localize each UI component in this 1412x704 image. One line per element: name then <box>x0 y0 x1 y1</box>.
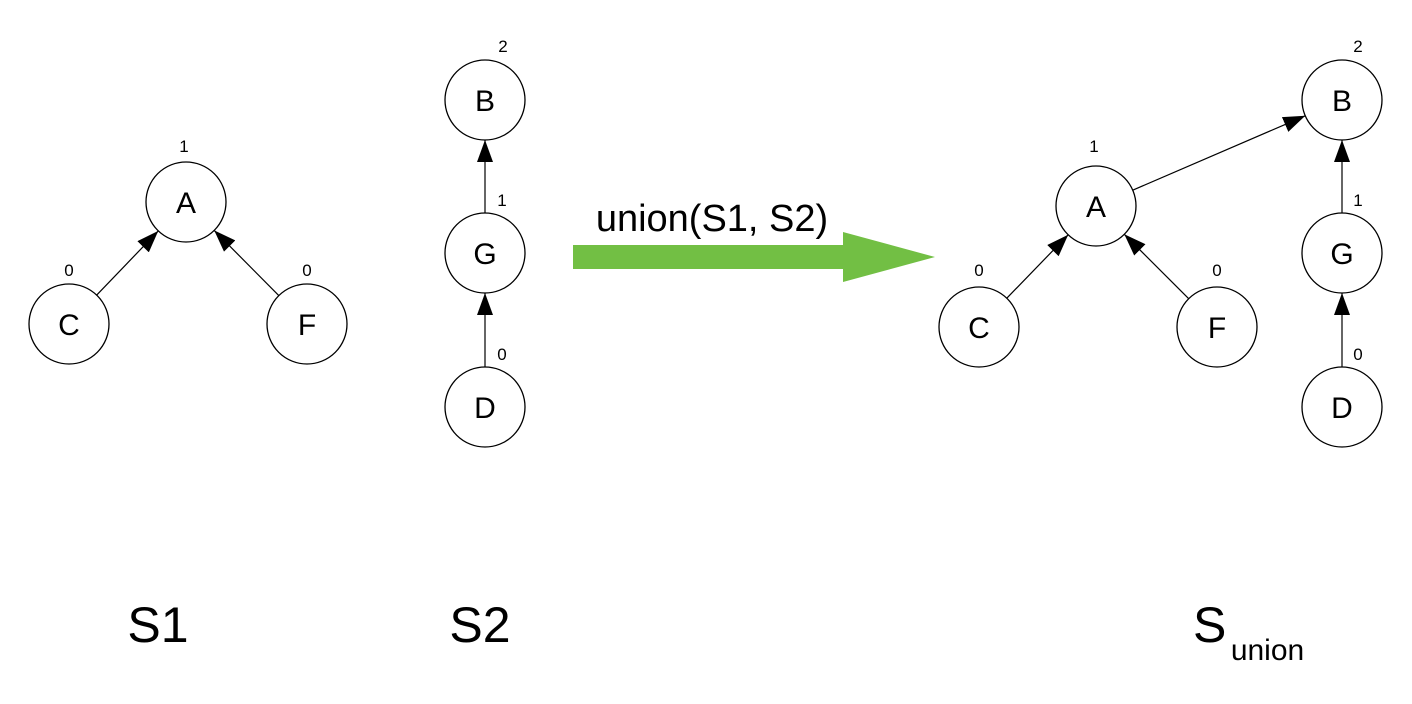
node-label: C <box>58 309 80 342</box>
node-s1-F: F 0 <box>266 261 348 365</box>
node-circle <box>266 283 348 365</box>
set-label-s1: S1 <box>127 597 188 653</box>
set-s2: B 2 G 1 D 0 <box>444 37 526 448</box>
rank-label: 2 <box>1353 37 1362 56</box>
set-label-union-sub: union <box>1231 634 1304 667</box>
node-circle <box>1301 59 1383 141</box>
node-s2-B: B 2 <box>444 37 526 141</box>
rank-label: 1 <box>1353 191 1362 210</box>
node-circle <box>1301 212 1383 294</box>
node-label: G <box>1330 238 1353 271</box>
node-label: B <box>1332 85 1352 118</box>
rank-label: 1 <box>497 191 506 210</box>
node-label: G <box>473 238 496 271</box>
node-circle <box>145 161 227 243</box>
node-circle <box>28 283 110 365</box>
rank-label: 0 <box>497 345 506 364</box>
node-union-B: B 2 <box>1301 37 1383 141</box>
node-union-C: C 0 <box>938 261 1020 368</box>
node-label: D <box>1331 392 1353 425</box>
rank-label: 2 <box>498 37 507 56</box>
set-label-union: S union <box>1193 597 1304 667</box>
node-label: F <box>1208 312 1226 345</box>
rank-label: 0 <box>64 261 73 280</box>
edges-layer <box>96 115 1350 367</box>
node-s1-A: A 1 <box>145 137 227 243</box>
node-s1-C: C 0 <box>28 261 110 365</box>
node-union-F: F 0 <box>1176 261 1258 368</box>
node-circle <box>1301 366 1383 448</box>
rank-label: 0 <box>974 261 983 280</box>
node-union-A: A 1 <box>1055 137 1137 247</box>
node-s2-G: G 1 <box>444 191 526 294</box>
union-operation: union(S1, S2) <box>573 198 935 282</box>
node-label: D <box>474 392 496 425</box>
edge-s1-C-to-A <box>96 230 159 296</box>
node-circle <box>444 212 526 294</box>
operation-label: union(S1, S2) <box>596 198 828 240</box>
edge-s1-F-to-A <box>213 229 280 297</box>
node-label: A <box>1086 191 1106 224</box>
rank-label: 0 <box>1353 345 1362 364</box>
node-circle <box>938 286 1020 368</box>
rank-label: 0 <box>1212 261 1221 280</box>
node-label: A <box>176 187 196 220</box>
node-circle <box>1055 165 1137 247</box>
node-label: C <box>968 312 990 345</box>
edge-union-C-to-A <box>1006 234 1069 299</box>
set-s1: A 1 C 0 F 0 <box>28 137 348 365</box>
edge-union-F-to-A <box>1123 233 1190 300</box>
rank-label: 1 <box>1089 137 1098 156</box>
set-label-union-main: S <box>1193 597 1226 653</box>
rank-label: 1 <box>179 137 188 156</box>
node-union-G: G 1 <box>1301 191 1383 294</box>
node-label: F <box>298 309 316 342</box>
big-right-arrow-icon <box>573 232 935 282</box>
set-label-s2: S2 <box>449 597 510 653</box>
node-circle <box>1176 286 1258 368</box>
node-circle <box>444 59 526 141</box>
rank-label: 0 <box>302 261 311 280</box>
edge-union-A-to-B <box>1132 115 1306 191</box>
node-union-D: D 0 <box>1301 345 1383 448</box>
node-label: B <box>475 85 495 118</box>
set-union: A 1 C 0 F 0 B 2 G 1 D 0 <box>938 37 1383 448</box>
node-circle <box>444 366 526 448</box>
node-s2-D: D 0 <box>444 345 526 448</box>
